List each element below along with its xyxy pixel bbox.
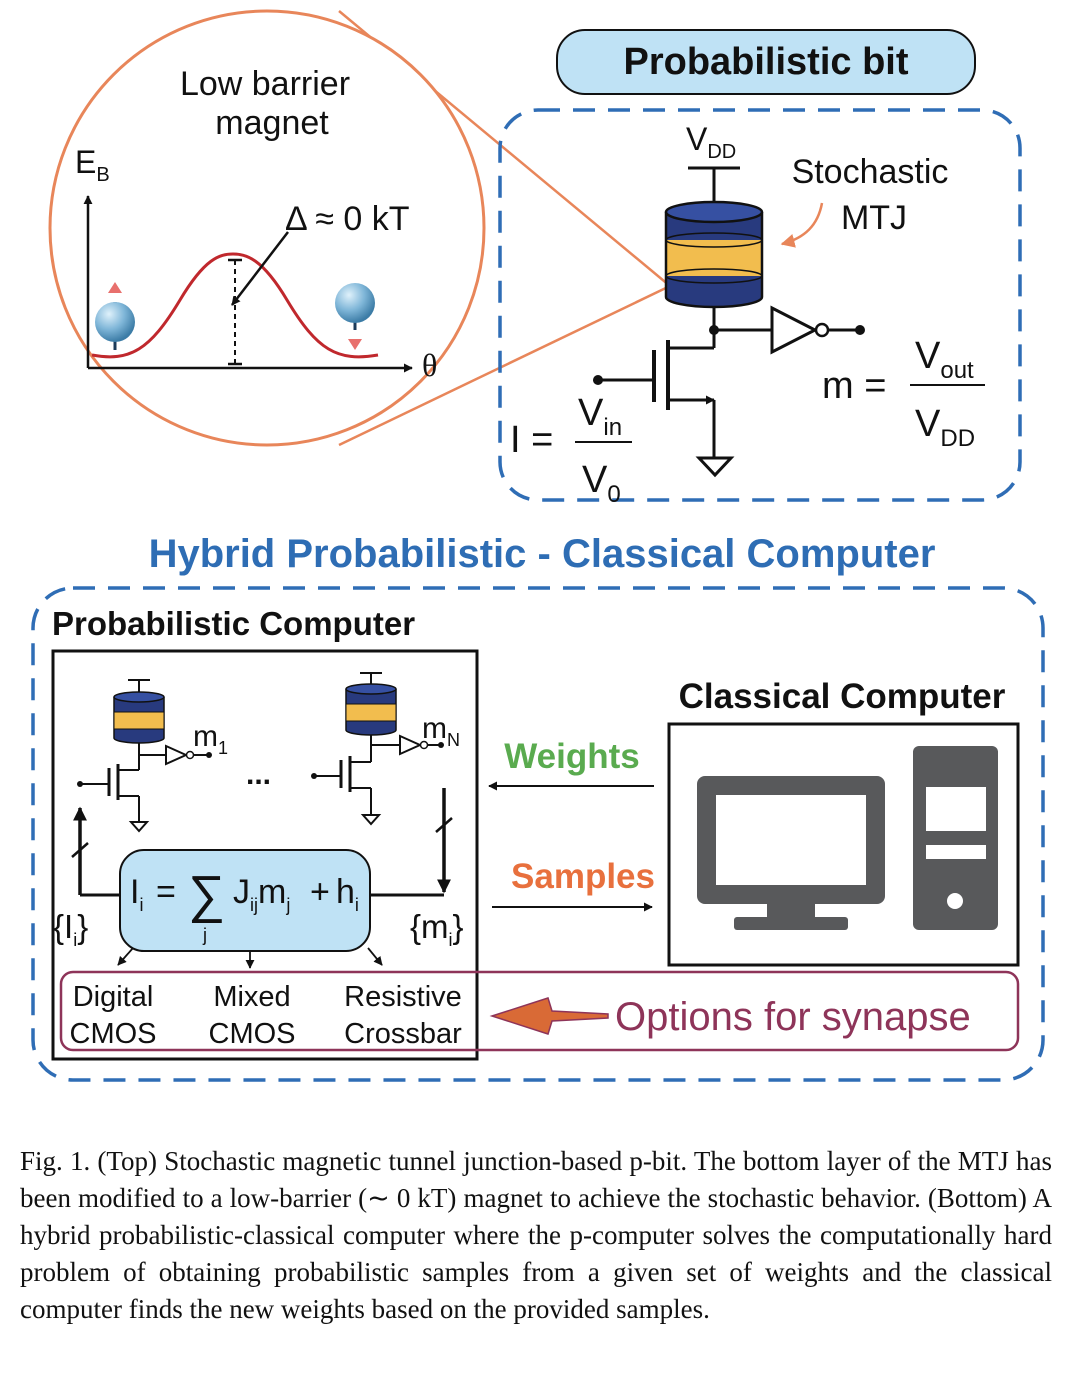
- figure-caption: Fig. 1. (Top) Stochastic magnetic tunnel…: [20, 1146, 1052, 1324]
- synapse-equation: Ii = ∑ j Jijmj + hi: [130, 866, 359, 945]
- magnet-zoom-circle: Low barrier magnet EB θ Δ ≈ 0 kT: [48, 9, 671, 447]
- pbit-1: [77, 679, 212, 833]
- pbit-panel: Probabilistic bit VDD Stochastic MTJ: [498, 29, 1022, 508]
- magnet-title-line1: Low barrier: [180, 65, 350, 103]
- m-equation: m = Vout VDD: [822, 335, 985, 452]
- magnet-title-line2: magnet: [215, 104, 329, 142]
- output-node: [855, 325, 865, 335]
- magnet-circle: [48, 9, 486, 447]
- hybrid-title: Hybrid Probabilistic - Classical Compute…: [149, 532, 936, 576]
- eq-plus: +: [310, 873, 330, 911]
- option-resistive-line1: Resistive: [344, 981, 462, 1013]
- set-m-label: {mi}: [410, 908, 464, 950]
- synapse-options-label: Options for synapse: [615, 995, 971, 1039]
- theta-label: θ: [422, 347, 437, 383]
- feedback-bus: [71, 788, 453, 897]
- zoom-line-bottom: [338, 284, 671, 447]
- mtj-pointer-arrow: [780, 202, 824, 248]
- m-equation-numerator: Vout: [915, 335, 974, 384]
- ccomputer-title: Classical Computer: [679, 677, 1006, 716]
- ground-symbol: [695, 456, 735, 478]
- option-digital-line1: Digital: [73, 981, 154, 1013]
- eq-equals: =: [156, 873, 176, 911]
- option-mixed-line1: Mixed: [213, 981, 290, 1013]
- i-equation: I = Vin V0: [510, 392, 632, 508]
- figure-diagram: Low barrier magnet EB θ Δ ≈ 0 kT Probabi…: [31, 9, 1045, 1082]
- pbit-ellipsis: ...: [246, 758, 271, 791]
- delta-label: Δ ≈ 0 kT: [285, 200, 410, 238]
- pcomputer-title: Probabilistic Computer: [52, 605, 415, 642]
- option-mixed-line2: CMOS: [209, 1018, 296, 1050]
- eq-lhs: Ii: [130, 873, 143, 915]
- mn-label: mN: [422, 712, 460, 750]
- m-equation-lhs: m =: [822, 365, 886, 407]
- stochastic-mtj: [664, 200, 764, 309]
- stochastic-label-line2: MTJ: [841, 199, 907, 237]
- synapse-pointer-arrow: [489, 997, 609, 1035]
- desktop-tower-icon: [913, 746, 998, 930]
- spin-down-ball: [335, 283, 375, 350]
- pbit-n: [311, 672, 444, 826]
- synapse-equation-box: [119, 849, 371, 952]
- i-equation-denominator: V0: [582, 459, 621, 508]
- inverter: [770, 305, 819, 355]
- pbit-title-pill: [556, 29, 976, 95]
- samples-label: Samples: [511, 857, 655, 896]
- option-digital-line2: CMOS: [70, 1018, 157, 1050]
- hybrid-dashed-box: [31, 586, 1045, 1082]
- inverter-bubble: [814, 322, 830, 338]
- gate-node: [593, 375, 603, 385]
- m-equation-denominator: VDD: [915, 403, 975, 452]
- eb-label: EB: [75, 144, 110, 186]
- i-equation-numerator: Vin: [578, 392, 622, 441]
- m1-label: m1: [193, 720, 228, 758]
- energy-barrier-curve: [91, 252, 379, 359]
- pbit-vdd-label: VDD: [686, 121, 736, 163]
- i-equation-lhs: I =: [510, 419, 553, 461]
- eq-weight-term: Jijmj: [233, 873, 290, 915]
- delta-arrow: [231, 231, 289, 306]
- monitor-icon: [697, 776, 885, 930]
- eq-sum-index: j: [202, 925, 207, 945]
- pbit-dashed-box: [498, 108, 1022, 502]
- option-resistive-line2: Crossbar: [344, 1018, 462, 1050]
- option-arrow-3: [367, 947, 383, 966]
- eq-sum: ∑: [188, 866, 225, 924]
- synapse-options-box: [59, 970, 1020, 1052]
- pcomputer-box: [51, 649, 479, 1061]
- stochastic-label-line1: Stochastic: [792, 153, 949, 191]
- pbit-title: Probabilistic bit: [623, 41, 908, 83]
- spin-up-ball: [95, 282, 135, 350]
- weights-label: Weights: [504, 737, 639, 776]
- set-i-label: {Ii}: [53, 908, 88, 950]
- eq-bias: hi: [336, 873, 359, 915]
- option-arrow-1: [117, 947, 134, 966]
